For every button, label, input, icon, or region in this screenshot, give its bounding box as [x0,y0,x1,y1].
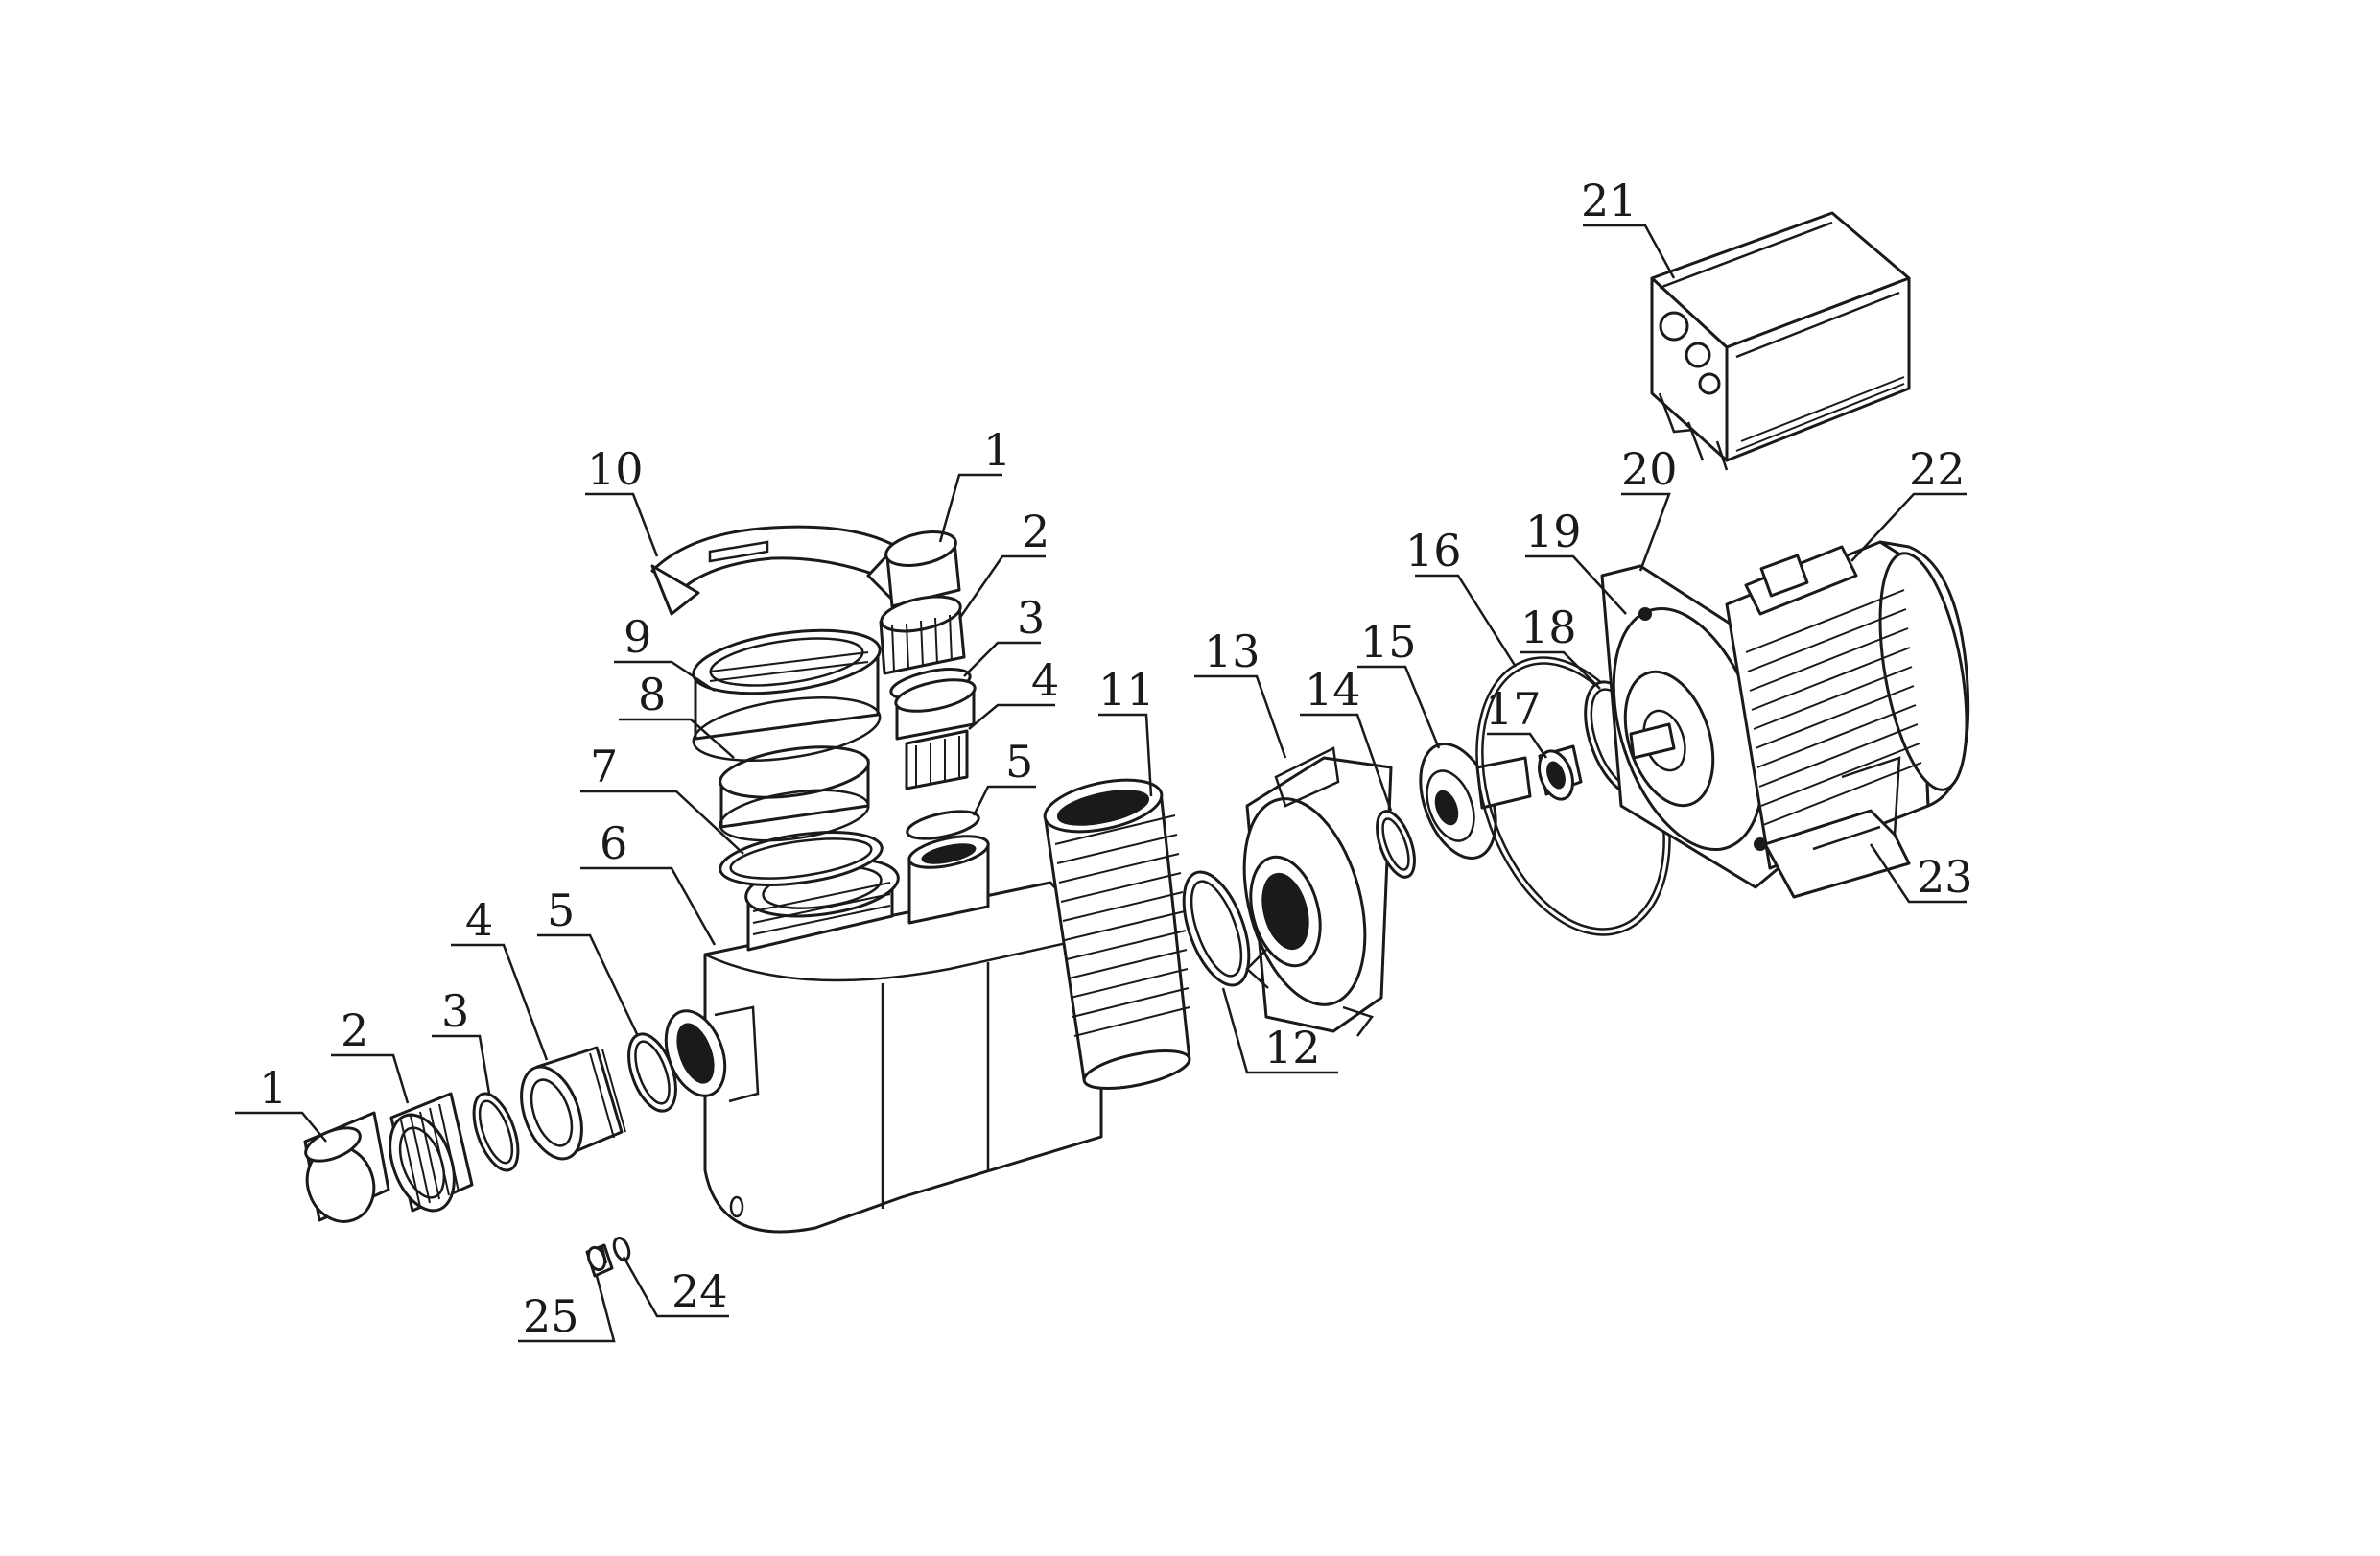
mechanical-seal [1538,744,1583,801]
callout-seal-17: 17 [1485,683,1542,735]
lid-o-ring-7 [719,831,884,886]
callout-outlet-4: 4 [1031,654,1059,706]
callout-outlet-5: 5 [1005,736,1033,788]
diffuser [1242,746,1393,1037]
lid-handle [650,525,899,616]
callout-motor-22: 22 [1909,443,1966,495]
outlet-port [907,835,990,925]
callout-outlet-2: 2 [1022,506,1049,557]
callout-flange-20: 20 [1621,443,1678,495]
leader-lines [235,224,1967,1343]
impeller [1419,743,1532,860]
callout-labels: 1 2 3 4 5 6 7 8 9 10 1 2 3 4 5 11 12 13 … [259,175,1973,1342]
drain-washer [612,1236,631,1262]
drain-plug [585,1243,614,1278]
callout-oring-18: 18 [1520,601,1577,653]
inlet-union-nut [389,1092,474,1213]
outlet-end-cap [884,530,961,608]
callout-diffuser-13: 13 [1204,625,1261,677]
callout-inlet-3: 3 [441,985,469,1037]
inlet-end-cap [303,1111,390,1223]
callout-impeller-15: 15 [1360,616,1417,668]
callout-handle-10: 10 [587,443,644,495]
callout-oring-14: 14 [1305,664,1361,716]
callout-plate-19: 19 [1525,506,1582,557]
callout-inlet-5: 5 [547,884,575,936]
callout-inlet-4: 4 [465,894,493,946]
inlet-union-tail [520,1046,626,1161]
pump-housing-body [664,857,1103,1234]
impeller-o-ring-14 [1376,810,1416,879]
outlet-union-tail [894,678,977,790]
outlet-union-nut [879,595,966,675]
callout-lid-8: 8 [638,669,666,720]
lid-locking-ring [692,628,882,762]
motor-base [1763,756,1911,899]
callout-ring-9: 9 [624,611,651,663]
callout-inlet-1: 1 [259,1062,287,1114]
callout-basket-11: 11 [1098,664,1155,716]
callout-base-23: 23 [1917,851,1973,903]
strainer-basket [1043,778,1191,1091]
callout-oring-12: 12 [1264,1022,1321,1073]
inlet-o-ring-3 [472,1092,520,1172]
callout-outlet-1: 1 [983,424,1011,476]
callout-box-21: 21 [1581,175,1638,226]
motor-body [1725,540,1970,870]
callout-inlet-2: 2 [341,1004,368,1056]
outlet-o-ring-5 [906,810,980,840]
callout-outlet-3: 3 [1017,592,1045,644]
control-box [1650,211,1911,471]
callout-oring-7: 7 [590,741,618,792]
callout-washer-24: 24 [672,1265,728,1317]
callout-plug-25: 25 [523,1290,579,1342]
callout-oring-16: 16 [1405,525,1462,577]
callout-body-6: 6 [600,817,627,869]
diffuser-o-ring-12 [1182,870,1251,987]
